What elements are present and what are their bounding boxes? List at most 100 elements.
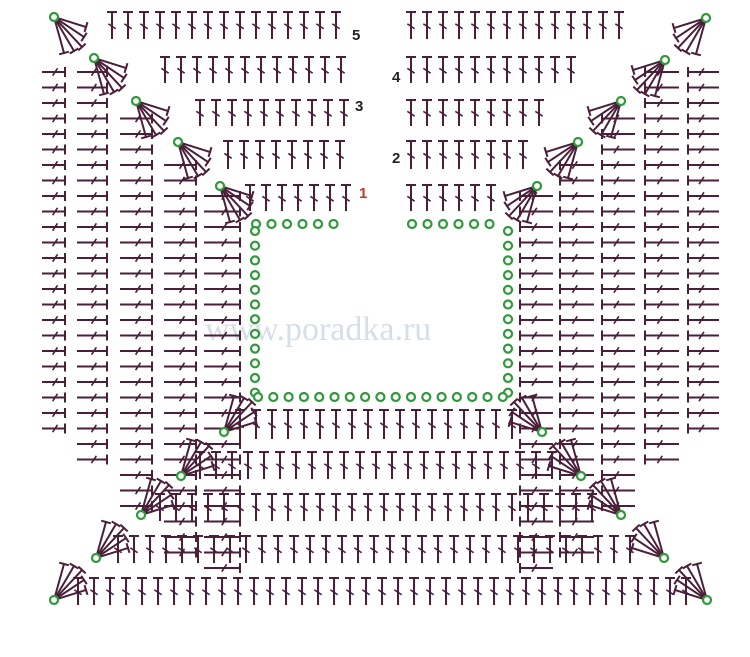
stitch-symbol [425,577,435,605]
stitch-symbol [120,191,153,201]
stitch-symbol [307,451,317,479]
stitch-symbol [385,535,395,563]
chain-stitch [468,218,480,230]
stitch-symbol [77,454,108,465]
stitch-symbol [222,416,259,434]
stitch-symbol [687,299,719,310]
stitch-symbol [204,392,241,403]
stitch-symbol [566,56,576,83]
stitch-symbol [283,11,293,39]
stitch-symbol [94,520,121,560]
stitch-symbol [134,99,169,136]
stitch-symbol [519,346,553,356]
stitch-symbol [601,470,635,480]
stitch-symbol [77,129,108,139]
stitch-symbol [120,423,153,434]
chain-stitch [502,372,514,384]
chain-stitch [266,218,277,230]
stitch-symbol [644,408,679,418]
stitch-symbol [687,346,719,356]
stitch-symbol [185,577,195,605]
stitch-symbol [438,56,448,83]
stitch-symbol [120,144,153,155]
stitch-symbol [204,439,241,449]
stitch-symbol [518,140,528,169]
stitch-symbol [320,56,330,83]
stitch-symbol [77,284,108,294]
stitch-symbol [42,67,66,77]
stitch-symbol [52,565,87,602]
stitch-symbol [406,184,416,211]
chain-stitch [135,509,147,521]
stitch-symbol [644,82,679,93]
stitch-symbol [120,408,153,418]
stitch-symbol [687,315,719,325]
stitch-symbol [632,58,667,95]
stitch-symbol [251,493,261,521]
stitch-symbol [687,129,719,139]
stitch-symbol [331,409,341,439]
stitch-symbol [553,140,580,180]
stitch-symbol [559,222,594,232]
stitch-symbol [355,451,365,479]
stitch-symbol [687,144,719,155]
stitch-symbol [139,490,175,517]
stitch-symbol [176,140,211,177]
stitch-symbol [559,284,594,294]
stitch-symbol [77,315,108,325]
stitch-symbol [52,561,70,602]
stitch-symbol [438,184,448,211]
stitch-symbol [201,577,211,605]
stitch-symbol [120,346,153,356]
stitch-symbol [153,577,163,605]
stitch-symbol [419,451,429,479]
stitch-symbol [438,11,448,39]
stitch-symbol [502,11,512,39]
stitch-symbol [52,584,89,602]
stitch-symbol [644,237,679,248]
stitch-symbol [559,330,594,341]
stitch-symbol [449,535,459,563]
stitch-symbol [164,315,197,325]
stitch-symbol [52,15,70,56]
stitch-symbol [559,408,594,418]
stitch-symbol [559,377,594,387]
stitch-symbol [519,253,553,263]
stitch-symbol [203,493,213,521]
stitch-symbol [219,493,229,521]
stitch-symbol [251,11,261,39]
stitch-symbol [120,470,153,480]
stitch-symbol [176,56,186,83]
stitch-symbol [519,377,553,387]
stitch-symbol [486,99,496,126]
stitch-symbol [120,284,153,294]
stitch-symbol [475,493,485,521]
stitch-symbol [94,523,129,560]
stitch-symbol [164,330,197,341]
stitch-symbol [534,56,544,83]
stitch-symbol [422,184,432,211]
stitch-symbol [52,575,88,602]
stitch-symbol [42,361,66,372]
stitch-symbol [369,535,379,563]
stitch-symbol [601,346,635,356]
stitch-symbol [644,330,679,341]
stitch-symbol [293,184,303,211]
stitch-symbol [265,577,275,605]
stitch-symbol [406,140,416,169]
stitch-symbol [218,184,255,202]
stitch-symbol [585,577,595,605]
stitch-symbol [52,15,88,42]
stitch-symbol [134,99,152,140]
stitch-symbol [531,451,541,479]
stitch-symbol [454,140,464,169]
stitch-symbol [526,393,544,434]
stitch-symbol [508,407,544,434]
stitch-symbol [240,56,250,83]
stitch-symbol [42,191,66,201]
stitch-symbol [559,206,594,217]
chain-stitch [249,358,261,369]
watermark: www.poradka.ru [205,311,431,348]
stitch-symbol [644,299,679,310]
